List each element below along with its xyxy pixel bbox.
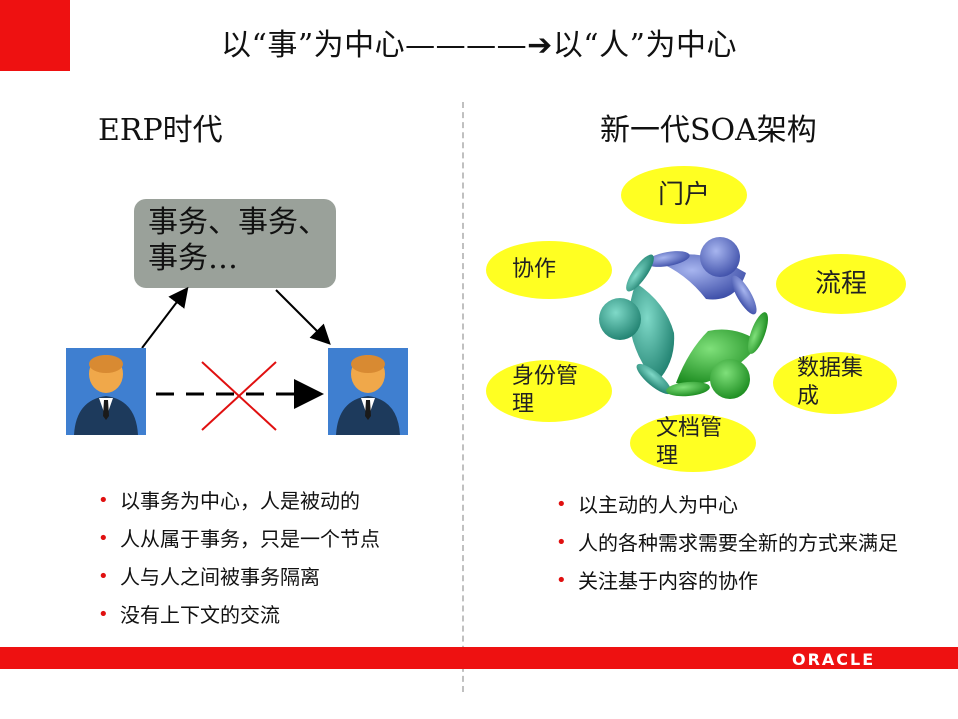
person-icon-right <box>328 348 408 435</box>
transaction-box: 事务、事务、事务… <box>134 199 336 288</box>
bubble-data-integration: 数据集成 <box>773 352 897 414</box>
arrow-up-to-box <box>141 286 189 349</box>
left-heading: ERP时代 <box>98 113 223 148</box>
bubble-identity: 身份管理 <box>486 360 612 422</box>
arrow-box-to-person <box>275 289 331 345</box>
cross-line-b <box>201 361 277 431</box>
soa-collaboration-icon <box>599 237 768 399</box>
list-item: 没有上下文的交流 <box>96 602 456 628</box>
corner-accent <box>0 0 70 71</box>
slide-title: 以“事”为中心————➔以“人”为中心 <box>221 28 737 63</box>
list-item: 以主动的人为中心 <box>554 492 914 518</box>
center-divider <box>462 102 464 692</box>
list-item: 以事务为中心，人是被动的 <box>96 488 456 514</box>
list-item: 人的各种需求需要全新的方式来满足 <box>554 530 914 556</box>
bubble-process: 流程 <box>776 254 906 314</box>
bubble-document: 文档管理 <box>630 414 756 472</box>
bubble-portal: 门户 <box>621 166 747 224</box>
oracle-logo: ORACLE <box>792 650 876 669</box>
bubble-collaboration: 协作 <box>486 241 612 299</box>
list-item: 人与人之间被事务隔离 <box>96 564 456 590</box>
list-item: 关注基于内容的协作 <box>554 568 914 594</box>
list-item: 人从属于事务，只是一个节点 <box>96 526 456 552</box>
right-heading: 新一代SOA架构 <box>600 113 817 148</box>
erp-bullet-list: 以事务为中心，人是被动的 人从属于事务，只是一个节点 人与人之间被事务隔离 没有… <box>96 488 456 640</box>
person-icon-left <box>66 348 146 435</box>
footer-bar <box>0 647 958 669</box>
soa-bullet-list: 以主动的人为中心 人的各种需求需要全新的方式来满足 关注基于内容的协作 <box>554 492 914 606</box>
